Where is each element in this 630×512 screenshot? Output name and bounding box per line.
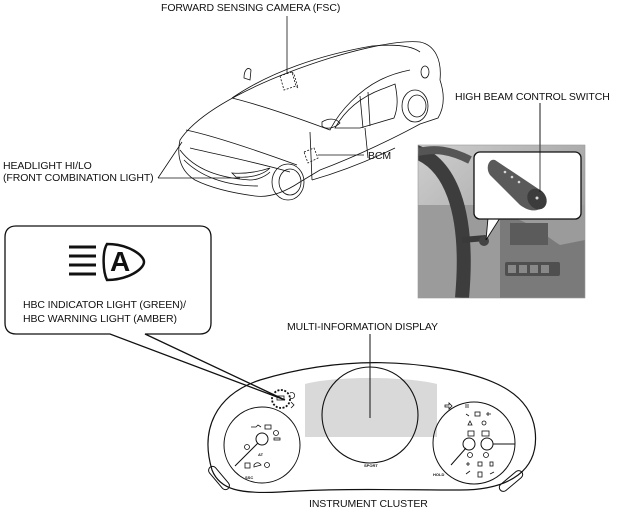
sport-indicator: SPORT xyxy=(364,463,378,468)
bcm-label: BCM xyxy=(368,150,392,162)
tach-needle xyxy=(234,442,259,467)
headlight-label-line2: (FRONT COMBINATION LIGHT) xyxy=(3,172,154,184)
mid-label: MULTI-INFORMATION DISPLAY xyxy=(287,321,438,333)
car-side-window xyxy=(334,83,398,129)
headlight-leader-1 xyxy=(157,141,183,179)
hbc-icon xyxy=(69,242,146,282)
car-pillar xyxy=(359,91,371,129)
car-front-wheel xyxy=(271,163,305,201)
hbc-icon-letter: A xyxy=(110,246,131,277)
car-front-rim xyxy=(278,168,302,196)
car-mirror xyxy=(321,118,341,129)
car-door-lines xyxy=(309,127,396,181)
hbc-label-line2: HBC WARNING LIGHT (AMBER) xyxy=(23,313,177,325)
car-rear-wheel xyxy=(401,89,429,123)
fsc-label: FORWARD SENSING CAMERA (FSC) xyxy=(161,2,341,14)
cluster-bezel xyxy=(207,362,537,494)
car-fuel-lid xyxy=(420,65,430,79)
ssc-indicator: SSC xyxy=(245,475,253,480)
car-hood xyxy=(185,129,298,173)
speed-needle xyxy=(450,447,467,466)
hbc-callout-bubble xyxy=(4,225,286,401)
headlight-label-line1: HEADLIGHT HI/LO xyxy=(3,160,92,172)
at-indicator: AT xyxy=(258,452,264,457)
high-beam-stalk xyxy=(487,159,547,211)
speedometer-gauge xyxy=(432,401,516,485)
right-trip-knob xyxy=(498,470,524,492)
car-body-outline xyxy=(178,41,444,197)
hbc-label-line1: HBC INDICATOR LIGHT (GREEN)/ xyxy=(23,299,186,311)
left-trip-knob xyxy=(208,465,230,491)
multi-information-display xyxy=(305,384,437,437)
switch-callout-pointer xyxy=(485,217,501,241)
car-mirror-left xyxy=(243,68,252,81)
car-rear-rim xyxy=(407,94,427,118)
tachometer-gauge xyxy=(223,406,301,484)
car-headlight xyxy=(230,167,271,178)
hold-indicator: HOLD xyxy=(433,472,444,477)
car-front-fascia xyxy=(179,149,271,187)
warning-icons-left xyxy=(244,392,295,469)
fsc-location xyxy=(279,71,299,91)
high-beam-switch-label: HIGH BEAM CONTROL SWITCH xyxy=(455,91,610,103)
warning-icons-right xyxy=(444,402,495,478)
instrument-cluster-label: INSTRUMENT CLUSTER xyxy=(309,498,428,510)
car-roof xyxy=(231,44,421,99)
bcm-location xyxy=(303,147,319,164)
car-windshield xyxy=(231,69,411,131)
hbc-indicator-highlight xyxy=(271,389,291,409)
